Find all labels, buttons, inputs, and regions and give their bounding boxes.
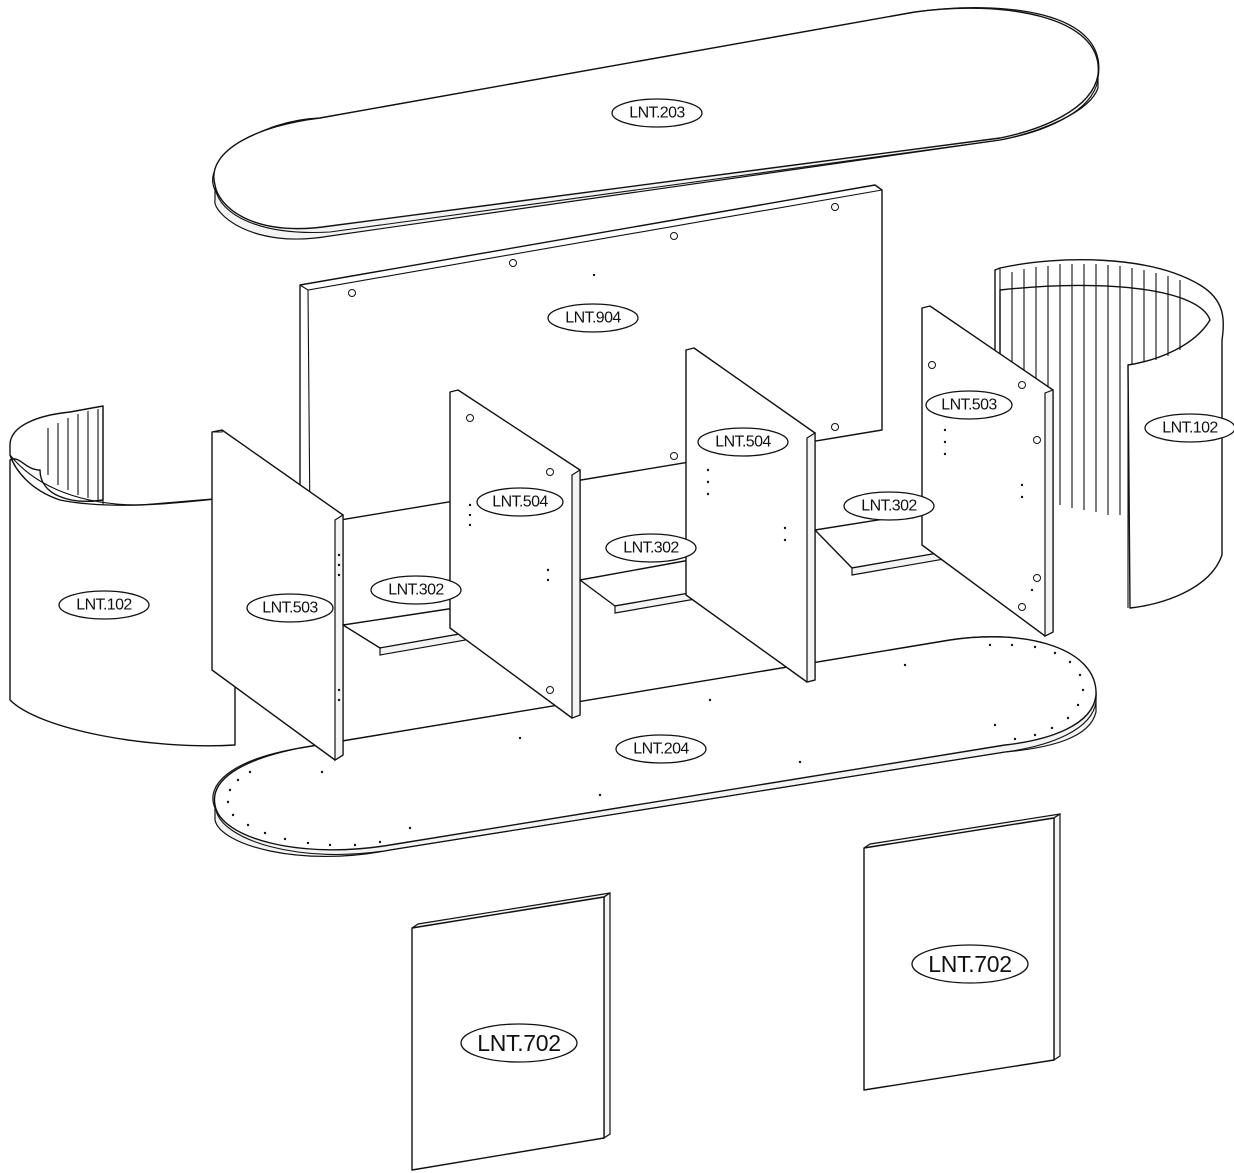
right-curved-side <box>994 259 1225 609</box>
label-left-curved-side: LNT.102 <box>58 590 150 620</box>
label-shelf-middle: LNT.302 <box>605 533 697 563</box>
svg-text:LNT.702: LNT.702 <box>928 951 1012 977</box>
label-back-panel: LNT.904 <box>547 303 639 333</box>
svg-text:LNT.302: LNT.302 <box>861 498 917 515</box>
svg-text:LNT.102: LNT.102 <box>76 597 132 614</box>
label-right-side-panel: LNT.503 <box>925 390 1013 420</box>
svg-text:LNT.503: LNT.503 <box>262 600 318 617</box>
label-bottom-panel: LNT.204 <box>615 734 707 764</box>
left-curved-side <box>9 405 236 747</box>
svg-text:LNT.302: LNT.302 <box>388 582 444 599</box>
svg-text:LNT.102: LNT.102 <box>1162 420 1218 437</box>
svg-text:LNT.504: LNT.504 <box>715 434 771 451</box>
label-top-panel: LNT.203 <box>611 98 703 128</box>
label-divider-right: LNT.504 <box>697 427 789 457</box>
divider-left <box>449 389 581 719</box>
svg-text:LNT.904: LNT.904 <box>565 310 621 327</box>
svg-text:LNT.203: LNT.203 <box>629 105 685 122</box>
svg-text:LNT.204: LNT.204 <box>633 741 689 758</box>
svg-text:LNT.504: LNT.504 <box>492 494 548 511</box>
label-door-right: LNT.702 <box>911 944 1029 984</box>
svg-text:LNT.302: LNT.302 <box>623 540 679 557</box>
label-left-side-panel: LNT.503 <box>246 593 334 623</box>
label-shelf-right: LNT.302 <box>843 491 935 521</box>
svg-text:LNT.503: LNT.503 <box>941 397 997 414</box>
svg-text:LNT.702: LNT.702 <box>477 1030 561 1056</box>
label-door-left: LNT.702 <box>460 1023 578 1063</box>
label-shelf-left: LNT.302 <box>370 575 462 605</box>
label-right-curved-side: LNT.102 <box>1144 413 1234 443</box>
label-divider-left: LNT.504 <box>476 487 564 517</box>
right-side-panel <box>921 305 1054 637</box>
